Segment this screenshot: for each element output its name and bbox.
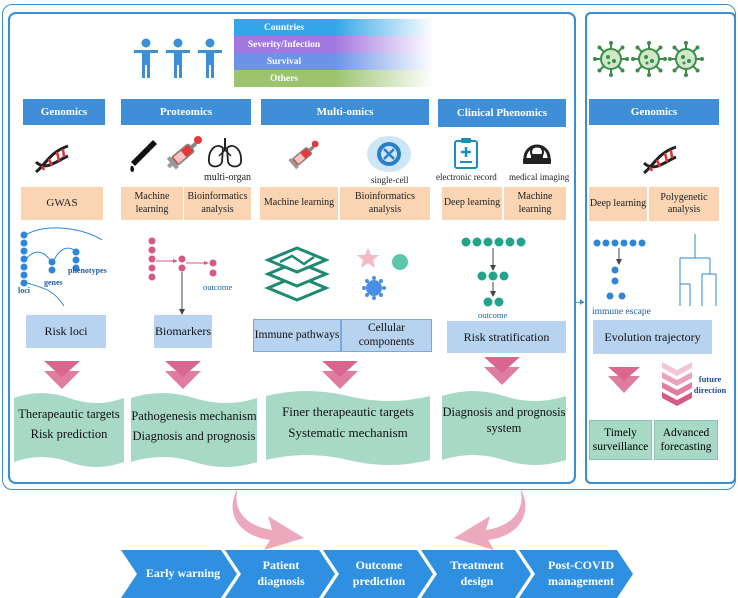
chevron-arrow-icon	[121, 550, 633, 598]
virus-icon	[593, 41, 704, 77]
viral-panel-inner	[585, 12, 736, 484]
method-proteomics-bio: Bioinformatics analysis	[184, 187, 251, 220]
clinical-outcome-label: outcome	[478, 310, 508, 320]
clipboard-icon	[454, 138, 478, 169]
proteomics-outcomes: Pathogenesis mechanism Diagnosis and pro…	[131, 406, 257, 446]
medical-imaging-label: medical imaging	[509, 172, 570, 182]
result-immune-pathways: Immune pathways	[253, 319, 341, 352]
pipeline-post-covid: Post-COVID management	[548, 558, 614, 588]
wave-banner-clinical	[442, 391, 566, 465]
band-others-label: Others	[270, 73, 298, 84]
header-clinical-phenomics: Clinical Phenomics	[438, 99, 566, 127]
curved-arrow-icon	[232, 488, 304, 550]
layers-icon	[264, 246, 330, 302]
method-multiomics-ml: Machine learning	[260, 187, 338, 220]
method-clinical-ml: Machine learning	[504, 187, 566, 220]
outcome-pathogenesis: Pathogenesis mechanism	[131, 409, 257, 423]
syringe-icon	[166, 136, 202, 170]
multiomics-outcomes: Finer therapeautic targets Systematic me…	[266, 402, 430, 444]
wave-banner-genomics	[14, 393, 124, 467]
band-survival: Survival	[234, 53, 434, 70]
outcome-diagnosis-system: Diagnosis and prognosis	[442, 405, 566, 419]
dna-icon-viral	[642, 145, 677, 175]
lungs-icon	[208, 138, 242, 168]
panel-connector	[574, 302, 584, 303]
band-severity: Severity/Infection	[234, 36, 434, 53]
clinical-network-figure	[461, 237, 526, 307]
future-direction-label: future direction	[693, 374, 727, 396]
band-countries-label: Countries	[263, 22, 305, 33]
gwas-network-figure	[20, 227, 103, 307]
method-multiomics-bio: Bioinformatics analysis	[340, 187, 430, 220]
viral-panel	[585, 12, 736, 484]
band-severity-label: Severity/Infection	[247, 39, 321, 50]
syringe-icon-multiomics	[288, 140, 319, 170]
method-proteomics-ml: Machine learning	[121, 187, 183, 220]
panel-connector-arrow	[580, 299, 584, 305]
outcome-system: system	[486, 421, 522, 436]
loci-label: loci	[18, 286, 30, 295]
clinical-outcomes: Diagnosis and prognosis system	[442, 404, 566, 437]
dropper-icon	[130, 140, 157, 172]
proteomics-network-figure	[148, 237, 217, 315]
band-others: Others	[234, 70, 434, 87]
header-genomics: Genomics	[23, 99, 105, 125]
cell-icon	[367, 136, 411, 172]
viral-outcome-forecasting: Advanced forecasting	[654, 420, 718, 460]
dna-icon	[34, 144, 69, 174]
curved-arrow-icon-right	[454, 488, 526, 550]
viral-dots-figure	[593, 239, 646, 300]
proteomics-outcome-label: outcome	[203, 282, 233, 292]
outcome-systematic-mechanism: Systematic mechanism	[288, 424, 408, 440]
down-arrow-viral	[608, 367, 640, 393]
band-survival-label: Survival	[266, 56, 302, 67]
electronic-record-label: electronic record	[436, 172, 497, 182]
mri-scanner-icon	[523, 144, 551, 164]
future-direction-text: future direction	[693, 374, 727, 396]
band-countries: Countries	[234, 19, 434, 36]
genomics-outcomes: Therapeautic targets Risk prediction	[14, 404, 124, 444]
wave-banner-proteomics	[131, 393, 257, 467]
wave-banner-multiomics	[266, 391, 430, 465]
outcome-diagnosis-prognosis: Diagnosis and prognosis	[132, 429, 256, 443]
down-arrow-genomics	[44, 361, 80, 389]
method-viral-poly: Polygenetic analysis	[649, 187, 719, 221]
result-evolution-trajectory: Evolution trajectory	[593, 320, 712, 354]
phenotypes-label: phenotypes	[68, 266, 107, 275]
future-direction-arrows	[662, 362, 692, 406]
multi-organ-label: multi-organ	[204, 172, 252, 183]
header-proteomics: Proteomics	[121, 99, 251, 125]
down-arrow-proteomics	[165, 361, 201, 389]
viral-outcome-surveillance: Timely surveillance	[589, 420, 652, 460]
single-cell-label: single-cell	[371, 175, 409, 185]
method-clinical-dl: Deep learning	[442, 187, 502, 220]
outcome-therapeutic-targets: Therapeautic targets	[18, 407, 120, 421]
result-risk-stratification: Risk stratification	[447, 321, 566, 353]
result-cellular-components: Cellular components	[341, 319, 432, 352]
header-viral-genomics: Genomics	[589, 99, 719, 125]
outcome-advanced-forecasting: Advanced forecasting	[660, 426, 712, 453]
genes-label: genes	[44, 278, 63, 287]
result-biomarkers: Biomarkers	[154, 315, 212, 348]
pipeline-early-warning: Early warning	[145, 566, 221, 581]
header-multiomics: Multi-omics	[261, 99, 429, 125]
result-risk-loci: Risk loci	[26, 315, 106, 348]
down-arrow-multiomics	[322, 361, 358, 389]
pipeline-treatment-design: Treatment design	[450, 558, 504, 588]
main-panel-inner	[8, 12, 576, 484]
pipeline-patient-diagnosis: Patient diagnosis	[257, 558, 305, 588]
method-gwas: GWAS	[21, 187, 103, 220]
method-viral-dl: Deep learning	[589, 187, 647, 221]
outcome-finer-targets: Finer therapeautic targets	[282, 404, 414, 419]
outcome-timely-surveillance: Timely surveillance	[592, 426, 649, 453]
phylogenetic-tree-figure	[679, 234, 717, 306]
people-icon	[134, 38, 222, 78]
legend-bands: Countries Severity/Infection Survival Ot…	[234, 19, 434, 87]
down-arrow-clinical	[484, 357, 520, 385]
pipeline-outcome-prediction: Outcome prediction	[352, 558, 406, 588]
immune-escape-label: immune escape	[592, 307, 651, 317]
outcome-risk-prediction: Risk prediction	[30, 427, 108, 441]
cell-components-figure	[357, 248, 408, 300]
